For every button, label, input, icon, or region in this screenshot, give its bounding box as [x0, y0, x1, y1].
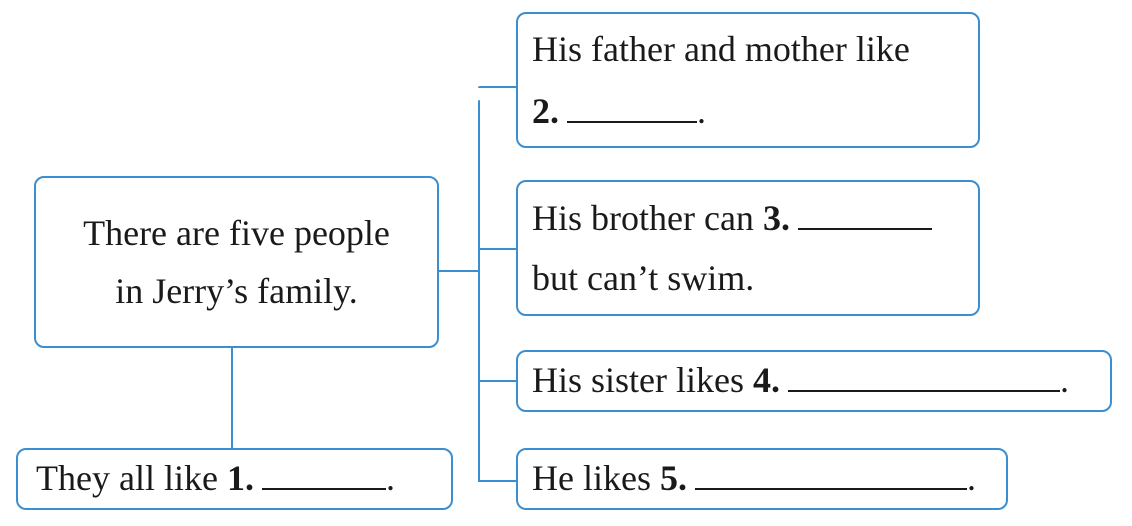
item-3-prefix: His brother can [532, 198, 754, 238]
item-2-suffix: . [697, 91, 706, 131]
connector-center-to-bottom [231, 348, 233, 448]
item-2-line-2: 2.. [532, 80, 978, 142]
item-2-number: 2. [532, 91, 559, 131]
item-1-blank[interactable] [261, 458, 386, 491]
item-3-blank[interactable] [797, 198, 932, 230]
item-4-prefix: His sister likes [532, 360, 744, 401]
item-3-line-1: His brother can 3. [532, 188, 978, 248]
item-4-box: His sister likes 4.. [516, 350, 1112, 412]
family-summary-box: There are five people in Jerry’s family. [34, 176, 439, 348]
item-3-number: 3. [762, 198, 790, 238]
connector-branch-5 [478, 480, 516, 482]
item-2-box: His father and mother like 2.. [516, 12, 980, 148]
item-5-prefix: He likes [532, 458, 651, 499]
item-3-line-2: but can’t swim. [532, 258, 755, 298]
item-2-blank[interactable] [567, 91, 697, 123]
item-1-number: 1. [226, 458, 254, 499]
item-4-text: His sister likes 4.. [532, 359, 1069, 402]
item-4-number: 4. [753, 360, 780, 401]
item-5-number: 5. [659, 458, 687, 499]
item-5-text: He likes 5.. [532, 457, 976, 500]
item-1-suffix: . [385, 458, 395, 499]
item-1-prefix: They all like [36, 458, 218, 499]
connector-trunk-vertical [478, 100, 480, 482]
connector-branch-4 [478, 380, 516, 382]
connector-center-to-trunk [439, 270, 479, 272]
item-3-box: His brother can 3. but can’t swim. [516, 180, 980, 316]
family-summary-line-2: in Jerry’s family. [115, 271, 358, 311]
item-5-box: He likes 5.. [516, 448, 1008, 510]
item-4-blank[interactable] [788, 360, 1060, 393]
item-1-text: They all like 1.. [36, 457, 395, 500]
family-summary-line-1: There are five people [83, 213, 390, 253]
item-1-box: They all like 1.. [16, 448, 453, 510]
item-4-suffix: . [1060, 360, 1069, 401]
connector-branch-3 [478, 248, 516, 250]
item-5-blank[interactable] [694, 458, 967, 491]
item-2-line-1: His father and mother like [532, 29, 910, 69]
connector-branch-2 [478, 86, 516, 88]
item-5-suffix: . [966, 458, 976, 499]
